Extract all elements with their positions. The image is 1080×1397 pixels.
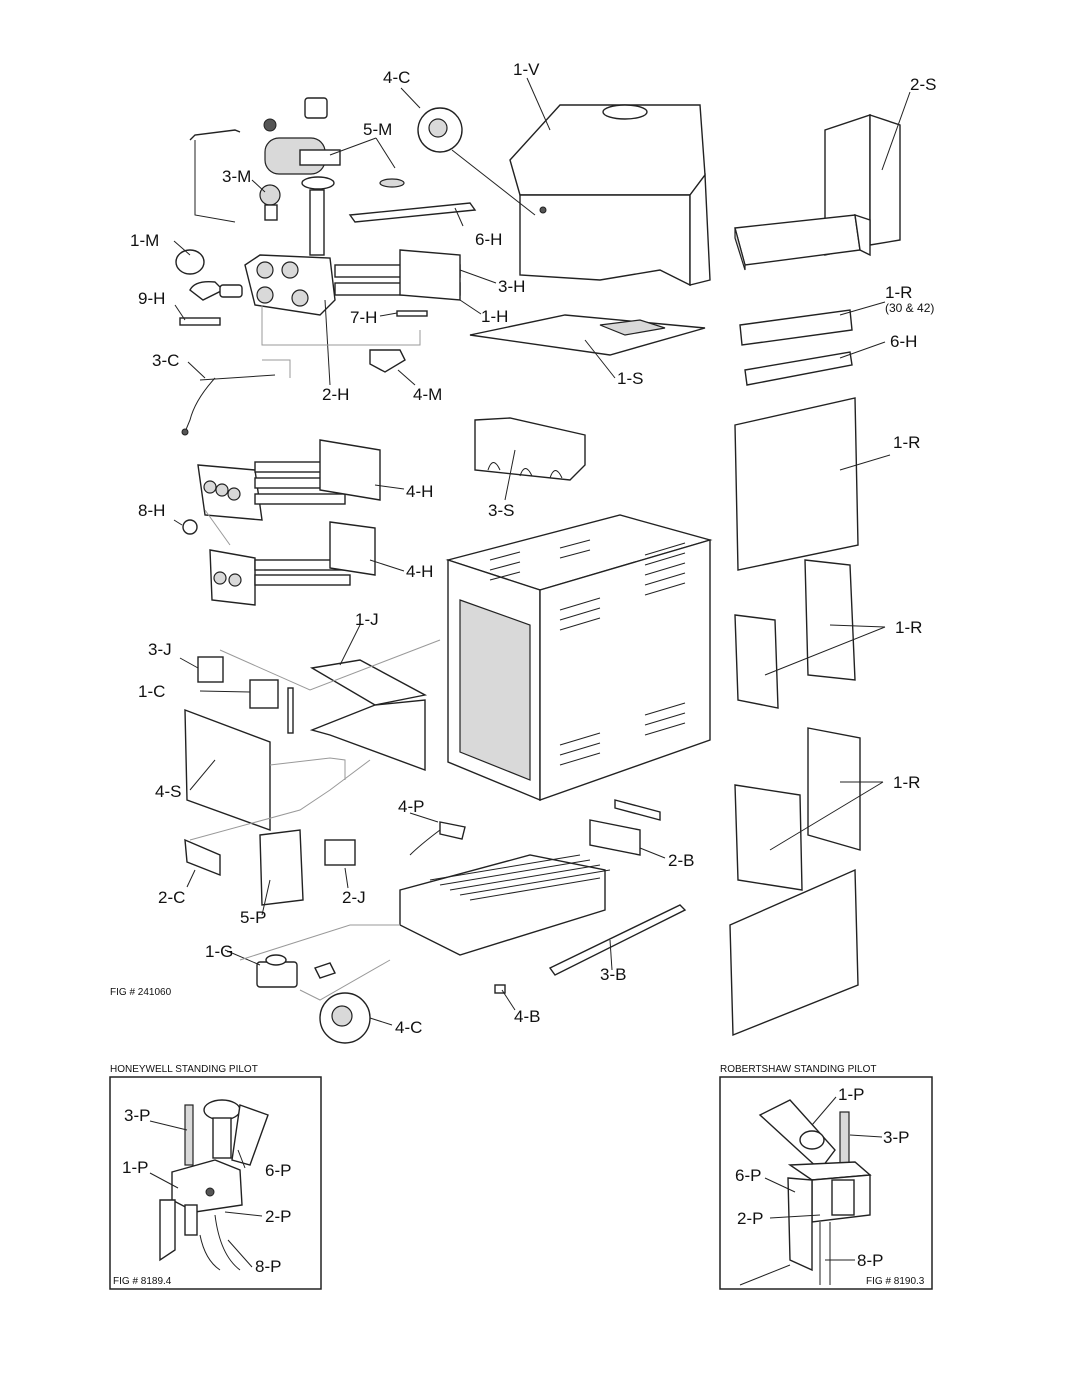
label-9h: 9-H xyxy=(138,289,165,308)
hw-label-6p: 6-P xyxy=(265,1161,291,1180)
label-4s: 4-S xyxy=(155,782,181,801)
fig-honeywell: FIG # 8189.4 xyxy=(113,1276,172,1287)
label-1c: 1-C xyxy=(138,682,165,701)
ring-8h xyxy=(182,519,198,535)
label-7h: 7-H xyxy=(350,308,377,327)
cabinet-center xyxy=(445,514,713,802)
label-3b: 3-B xyxy=(600,965,626,984)
sensor-3c xyxy=(181,374,276,436)
label-6h-top: 6-H xyxy=(475,230,502,249)
label-1r-lower: 1-R xyxy=(893,773,920,792)
probe-1c xyxy=(287,687,294,734)
label-1m: 1-M xyxy=(130,231,159,250)
hw-label-3p: 3-P xyxy=(124,1106,150,1125)
gas-piping-assembly xyxy=(175,97,405,326)
cover-top-1v xyxy=(509,104,711,287)
side-panel-2s xyxy=(734,114,901,271)
label-1r-pair: 1-R xyxy=(895,618,922,637)
igniter-4p xyxy=(439,821,466,840)
rs-label-6p: 6-P xyxy=(735,1166,761,1185)
label-6h-right: 6-H xyxy=(890,332,917,351)
bracket-1j xyxy=(309,659,428,772)
label-3c: 3-C xyxy=(152,351,179,370)
control-3j xyxy=(197,656,224,683)
label-4p: 4-P xyxy=(398,797,424,816)
grouping-lines xyxy=(189,305,441,1001)
fitting-4m xyxy=(369,349,406,373)
panel-4s xyxy=(184,708,271,831)
refractory-panels xyxy=(729,309,861,1037)
label-4m: 4-M xyxy=(413,385,442,404)
rs-label-2p: 2-P xyxy=(737,1209,763,1228)
control-1c xyxy=(249,679,279,709)
hw-label-8p: 8-P xyxy=(255,1257,281,1276)
fig-robertshaw: FIG # 8190.3 xyxy=(866,1276,925,1287)
part-labels: 4-C 1-V 2-S 5-M 3-M 1-M 6-H 9-H 3-H 1-R … xyxy=(110,60,936,1037)
label-5p: 5-P xyxy=(240,908,266,927)
burner-tray xyxy=(399,799,687,976)
rs-label-1p: 1-P xyxy=(838,1085,864,1104)
label-1j: 1-J xyxy=(355,610,379,629)
honeywell-inset: HONEYWELL STANDING PILOT 3-P 1-P 6-P 2-P… xyxy=(109,1064,322,1290)
heat-exchanger-4h-lower xyxy=(209,521,376,606)
label-1r-mid: 1-R xyxy=(893,433,920,452)
hw-label-1p: 1-P xyxy=(122,1158,148,1177)
pilot-circle-4c-top xyxy=(417,107,536,216)
gas-valve-1g xyxy=(256,954,336,988)
label-1g: 1-G xyxy=(205,942,233,961)
rs-label-8p: 8-P xyxy=(857,1251,883,1270)
label-2s: 2-S xyxy=(910,75,936,94)
leader-lines xyxy=(173,77,911,1026)
label-3h: 3-H xyxy=(498,277,525,296)
orifice-4b xyxy=(494,984,506,994)
board-2c xyxy=(184,838,221,877)
label-2b: 2-B xyxy=(668,851,694,870)
label-4h-upper: 4-H xyxy=(406,482,433,501)
label-1h: 1-H xyxy=(481,307,508,326)
label-1s: 1-S xyxy=(617,369,643,388)
label-2j: 2-J xyxy=(342,888,366,907)
pilot-circle-4c-bottom xyxy=(319,992,371,1044)
fig-main: FIG # 241060 xyxy=(110,987,172,998)
label-3m: 3-M xyxy=(222,167,251,186)
label-4b: 4-B xyxy=(514,1007,540,1026)
robertshaw-inset: ROBERTSHAW STANDING PILOT 1-P 3-P 6-P 2-… xyxy=(719,1064,933,1290)
robertshaw-title: ROBERTSHAW STANDING PILOT xyxy=(720,1064,877,1075)
bolt-7h xyxy=(396,310,428,317)
label-3j: 3-J xyxy=(148,640,172,659)
heat-exchanger-top xyxy=(244,202,477,316)
label-2h: 2-H xyxy=(322,385,349,404)
relay-2j xyxy=(324,839,356,866)
rs-label-3p: 3-P xyxy=(883,1128,909,1147)
label-5m: 5-M xyxy=(363,120,392,139)
label-1r-top: 1-R xyxy=(885,283,912,302)
label-1v: 1-V xyxy=(513,60,540,79)
box-5p xyxy=(259,829,304,906)
label-8h: 8-H xyxy=(138,501,165,520)
label-2c: 2-C xyxy=(158,888,185,907)
baffle-3s xyxy=(474,417,586,481)
label-4h-lower: 4-H xyxy=(406,562,433,581)
hw-label-2p: 2-P xyxy=(265,1207,291,1226)
label-3s: 3-S xyxy=(488,501,514,520)
label-4c-top: 4-C xyxy=(383,68,410,87)
label-4c-bottom: 4-C xyxy=(395,1018,422,1037)
label-1r-top-note: (30 & 42) xyxy=(885,301,934,315)
heat-exchanger-4h-upper xyxy=(197,439,381,521)
honeywell-title: HONEYWELL STANDING PILOT xyxy=(110,1064,258,1075)
